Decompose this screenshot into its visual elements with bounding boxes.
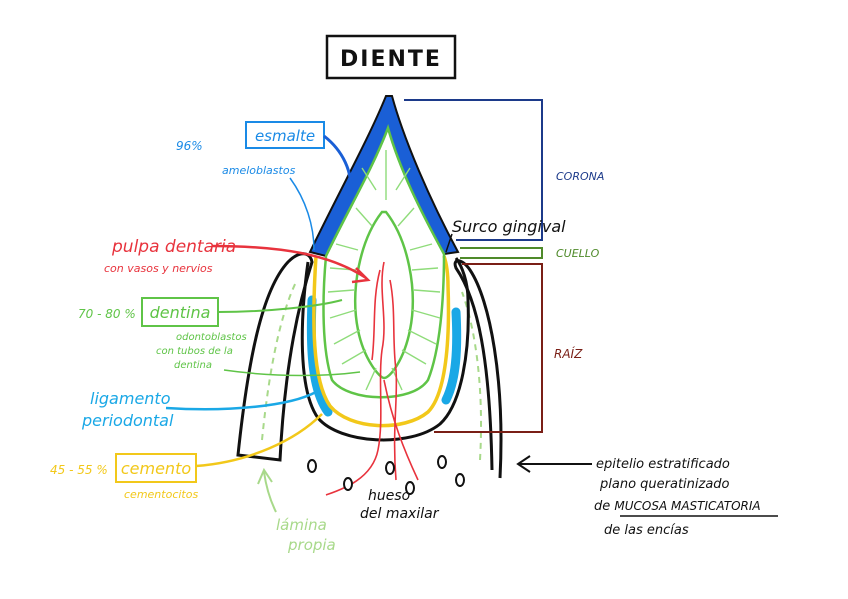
ligamento-arrow (165, 390, 317, 411)
pulpa-arrow (211, 244, 367, 280)
hueso-line2: del maxilar (360, 506, 440, 522)
ameloblastos-label: ameloblastos (222, 164, 296, 177)
hueso-line1: hueso (368, 488, 410, 504)
epitelio-arrowhead (516, 455, 531, 473)
gum-left-outline (236, 252, 314, 462)
dentina-arrow (217, 299, 343, 313)
odontoblastos-arrow (223, 369, 361, 377)
periodontal-ligament-right (441, 307, 462, 405)
raiz-bracket (434, 263, 543, 433)
pulpa-label: pulpa dentaria (111, 237, 236, 257)
lamina-arrowhead (257, 467, 273, 485)
cuello-label: CUELLO (556, 247, 600, 260)
epitelio-line4: de las encías (604, 523, 689, 538)
lamina-propia-left (261, 281, 297, 441)
raiz-label: RAÍZ (554, 346, 583, 361)
esmalte-arrow (323, 134, 353, 197)
cemento-label: cemento (121, 459, 191, 478)
mucosa-masticatoria: MUCOSA MASTICATORIA (614, 499, 760, 513)
cuello-bracket (460, 247, 543, 259)
title-box (325, 34, 457, 80)
page-title: DIENTE (340, 47, 442, 72)
esmalte-box (245, 121, 325, 149)
dentina-label: dentina (150, 303, 211, 322)
ligamento-line1: ligamento (90, 389, 171, 408)
lamina-propia-right (461, 291, 482, 461)
dentinal-tubules (327, 150, 441, 391)
cemento-percent: 45 - 55 % (50, 463, 108, 477)
odontoblastos-line3: dentina (174, 360, 212, 371)
pulpa-arrowhead (351, 267, 371, 284)
ameloblastos-arrow (289, 177, 315, 251)
dentina-percent: 70 - 80 % (78, 307, 136, 321)
surco-label: Surco gingival (452, 217, 566, 236)
surco-pointer (445, 233, 453, 253)
enamel-layer (308, 95, 460, 258)
corona-label: CORONA (556, 170, 604, 183)
bone-pores (307, 455, 465, 495)
odontoblastos-line2: con tubos de la (156, 346, 233, 357)
lamina-line2: propia (287, 536, 336, 554)
cemento-arrow (195, 413, 323, 468)
epitelio-line2: plano queratinizado (599, 477, 730, 492)
ligamento-line2: periodontal (81, 411, 174, 430)
cemento-box (115, 453, 197, 483)
alveolar-bone-line (300, 257, 470, 442)
cement-layer (312, 255, 451, 428)
esmalte-label: esmalte (255, 127, 315, 145)
esmalte-percent: 96% (176, 139, 203, 153)
cementocitos-label: cementocitos (124, 488, 198, 501)
pulpa-sublabel: con vasos y nervios (104, 262, 213, 275)
epitelio-de: de (594, 499, 614, 514)
odontoblastos-line1: odontoblastos (176, 332, 247, 343)
epitelio-line3: de MUCOSA MASTICATORIA (594, 499, 761, 514)
corona-bracket (404, 99, 543, 241)
pulp-outline (354, 210, 414, 380)
lamina-line1: lámina (276, 516, 327, 534)
periodontal-ligament-left (306, 295, 333, 417)
pulp-nerves (325, 261, 419, 496)
epitelio-line1: epitelio estratificado (596, 457, 730, 472)
lamina-arrow (263, 471, 277, 513)
